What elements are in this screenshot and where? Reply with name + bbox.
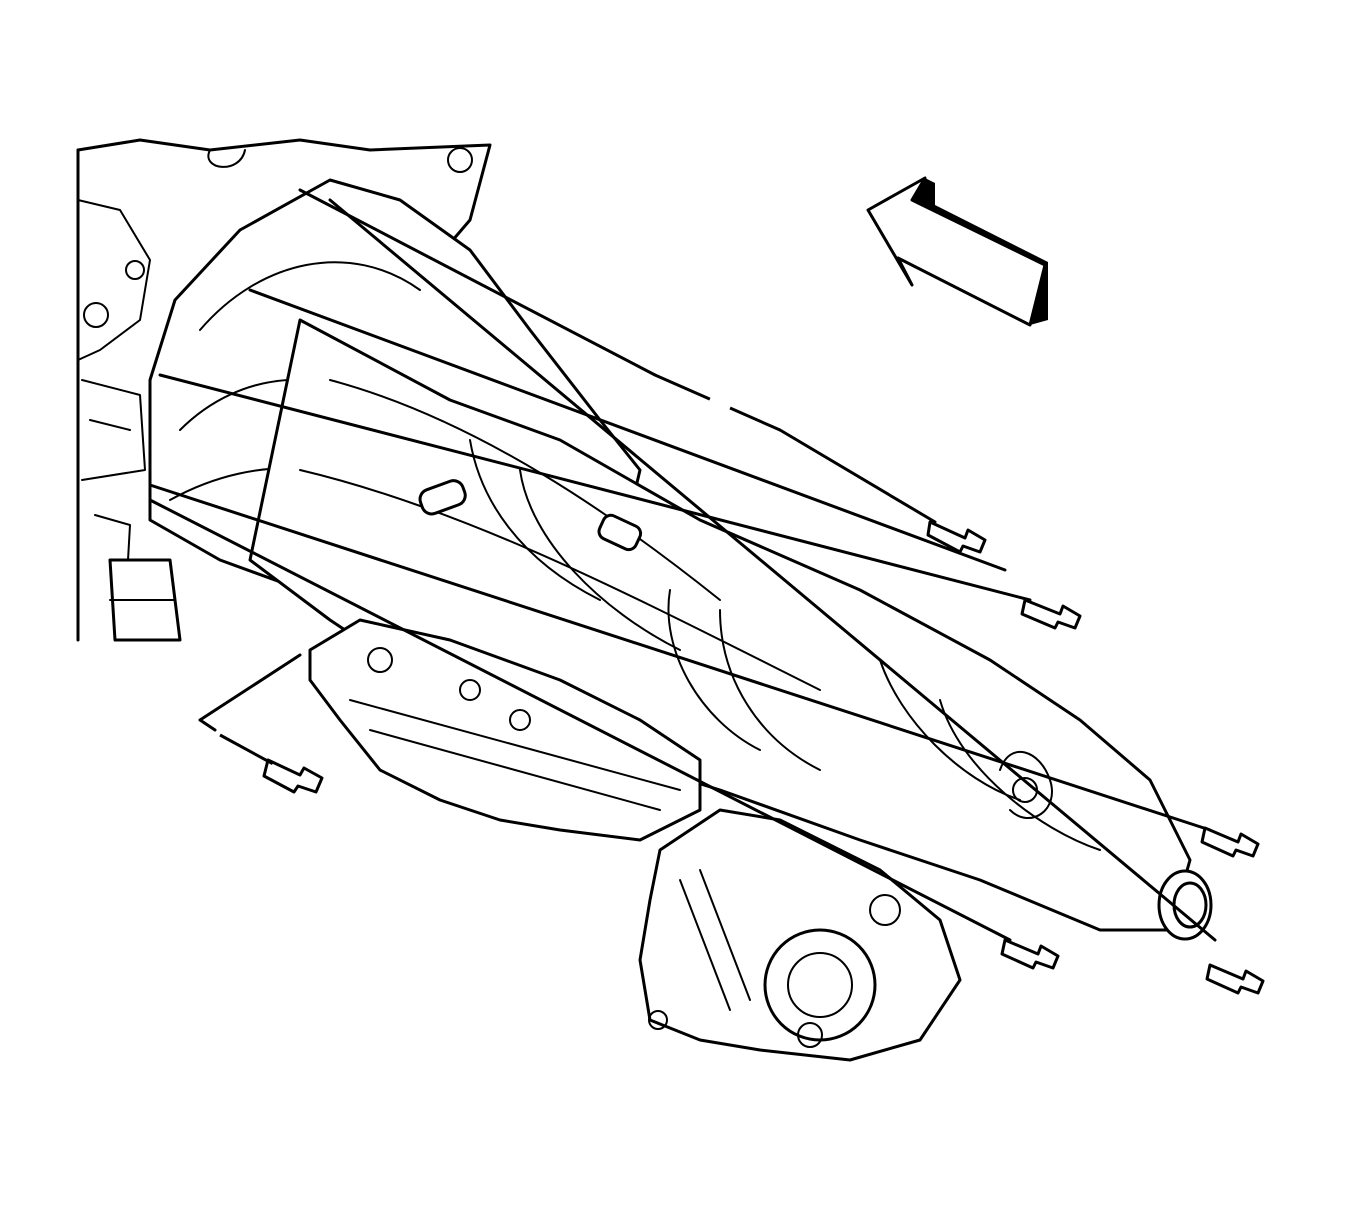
bolt-alignment-lines — [148, 188, 1217, 942]
mounting-bolt — [926, 520, 987, 554]
mount-cylinder — [108, 558, 182, 642]
mounting-bolt — [1020, 598, 1082, 630]
mounting-bolt — [262, 758, 324, 794]
direction-arrow — [866, 176, 1048, 327]
mounting-bolt — [1000, 938, 1060, 970]
engine-bellhousing — [76, 138, 492, 642]
bolt-leader-line — [198, 653, 302, 767]
transfer-case-output — [763, 928, 877, 1042]
mounting-bolt — [1205, 963, 1265, 995]
mounting-bolt — [1200, 826, 1260, 858]
oil-pan — [308, 618, 702, 842]
